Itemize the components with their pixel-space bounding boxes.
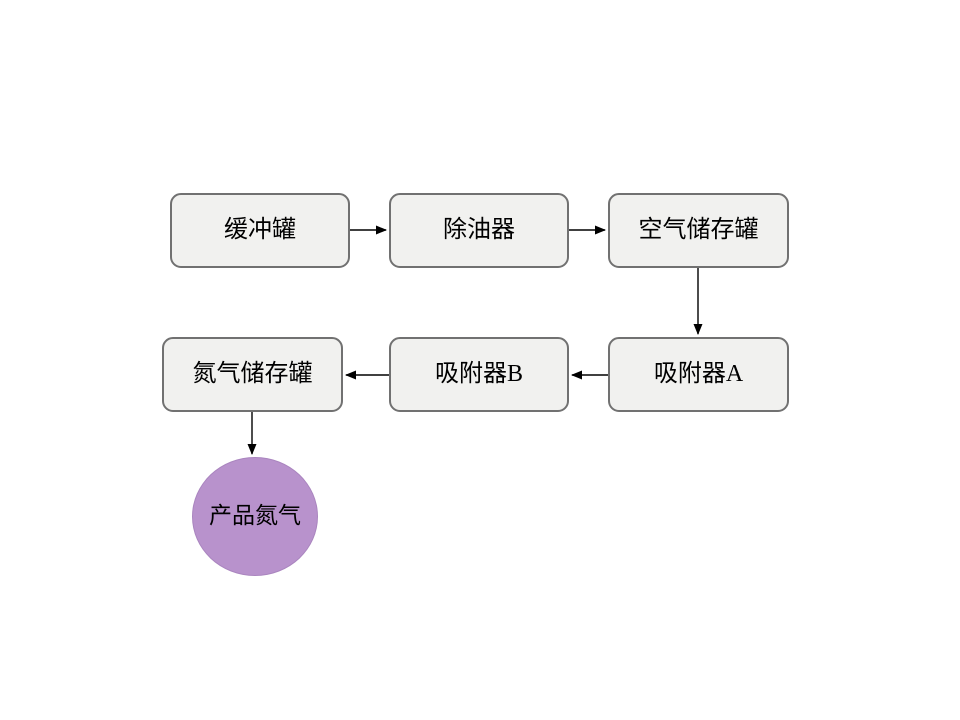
- node-adsorber-b: 吸附器B: [389, 337, 569, 412]
- node-oil-remover-label: 除油器: [443, 216, 515, 243]
- node-product-nitrogen-label: 产品氮气: [209, 503, 301, 529]
- node-adsorber-b-label: 吸附器B: [434, 360, 523, 387]
- node-buffer-tank-label: 缓冲罐: [224, 216, 296, 243]
- node-buffer-tank: 缓冲罐: [170, 193, 350, 268]
- node-nitrogen-storage-tank: 氮气储存罐: [162, 337, 343, 412]
- node-nitrogen-storage-tank-label: 氮气储存罐: [192, 360, 313, 387]
- node-adsorber-a-label: 吸附器A: [653, 360, 744, 387]
- node-air-storage-tank: 空气储存罐: [608, 193, 789, 268]
- node-product-nitrogen: 产品氮气: [192, 457, 318, 576]
- node-air-storage-tank-label: 空气储存罐: [638, 216, 759, 243]
- node-oil-remover: 除油器: [389, 193, 569, 268]
- node-adsorber-a: 吸附器A: [608, 337, 789, 412]
